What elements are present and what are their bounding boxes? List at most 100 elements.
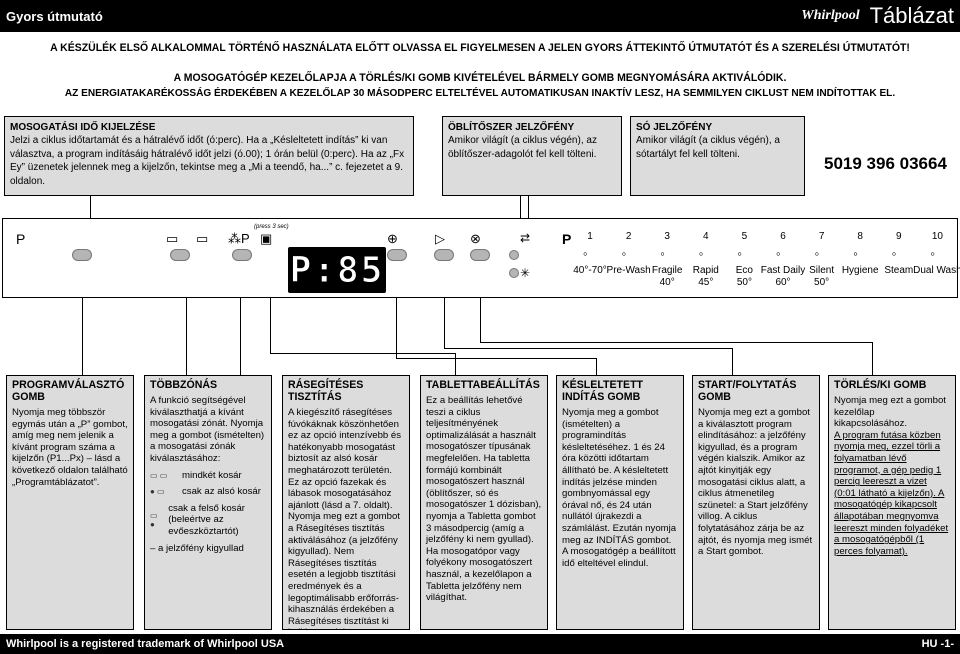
- delay-start-icon: ⊕: [387, 231, 398, 246]
- program-name[interactable]: Silent: [809, 265, 835, 276]
- program-icon: ◦: [853, 246, 858, 261]
- program-name[interactable]: Pre-Wash: [606, 265, 651, 276]
- program-icon: ◦: [930, 246, 935, 261]
- rinse-aid-title: ÖBLÍTŐSZER JELZŐFÉNY: [448, 122, 575, 133]
- program-number: 6: [780, 231, 786, 242]
- program-number: 7: [818, 231, 825, 242]
- program-name[interactable]: Steam: [884, 265, 914, 276]
- program-number: 5: [741, 231, 748, 242]
- program-name[interactable]: Eco: [735, 265, 753, 276]
- program-icon: ◦: [660, 246, 665, 261]
- time-display-text: Jelzi a ciklus időtartamát és a hátralév…: [10, 135, 405, 187]
- program-temp: 45°: [698, 277, 714, 288]
- program-icon: ◦: [698, 246, 704, 261]
- cancel-button[interactable]: [470, 249, 490, 261]
- program-p-label: P: [16, 231, 26, 247]
- program-button-text: Nyomja meg többször egymás után a „P” go…: [12, 407, 128, 488]
- program-button[interactable]: [72, 249, 92, 261]
- program-name[interactable]: 40°-70°: [573, 265, 607, 276]
- tablet-box: TABLETTABEÁLLÍTÁS Ez a beállítás lehetőv…: [420, 375, 548, 630]
- program-number: 1: [587, 231, 593, 242]
- program-temp: 40°: [659, 277, 675, 288]
- multizone-lower-icon: ▭: [166, 231, 179, 246]
- multizone-button[interactable]: [170, 249, 190, 261]
- start-text: Nyomja meg ezt a gombot a kiválasztott p…: [698, 407, 813, 558]
- program-number: 3: [664, 231, 670, 242]
- warning-line-2: A MOSOGATÓGÉP KEZELŐLAPJA A TÖRLÉS/KI GO…: [173, 72, 787, 84]
- press-3-sec-label: (press 3 sec): [254, 224, 289, 230]
- footer-bar: Whirlpool is a registered trademark of W…: [0, 634, 960, 654]
- cancel-text: Nyomja meg ezt a gombot kezelőlap kikapc…: [834, 395, 946, 430]
- power-clean-icon: ⁂P: [228, 231, 250, 246]
- start-button[interactable]: [434, 249, 454, 261]
- rinse-aid-text: Amikor világít (a ciklus végén), az öblí…: [448, 135, 597, 160]
- program-icon: ◦: [891, 246, 897, 261]
- upper-basket-label: csak a felső kosár (beleértve az evőeszk…: [168, 502, 246, 537]
- time-display-box: MOSOGATÁSI IDŐ KIJELZÉSE Jelzi a ciklus …: [4, 116, 414, 196]
- rinse-aid-led: [509, 250, 519, 260]
- program-name[interactable]: Fast Daily: [760, 265, 806, 276]
- program-name[interactable]: Rapid: [692, 265, 719, 276]
- salt-title: SÓ JELZŐFÉNY: [636, 122, 713, 133]
- multizone-text: A funkció segítségével kiválaszthatjá a …: [150, 395, 265, 464]
- program-name[interactable]: Dual Wash: [913, 265, 960, 276]
- program-temp: 50°: [736, 277, 752, 288]
- upper-basket-icon: ▭ ●: [150, 511, 158, 530]
- program-button-box: PROGRAMVÁLASZTÓ GOMB Nyomja meg többször…: [6, 375, 134, 630]
- delay-start-button[interactable]: [387, 249, 407, 261]
- both-baskets-icon: ▭ ▭: [150, 470, 168, 480]
- both-baskets-label: mindkét kosár: [182, 469, 242, 481]
- program-icon: ◦: [814, 246, 820, 261]
- program-temp: 50°: [814, 277, 830, 288]
- program-name[interactable]: Hygiene: [841, 265, 879, 276]
- table-title: Táblázat: [869, 3, 954, 28]
- page-title: Gyors útmutató: [6, 8, 103, 24]
- cancel-title: TÖRLÉS/KI GOMB: [834, 379, 927, 391]
- program-icon: ◦: [737, 246, 742, 261]
- warning-line-3: AZ ENERGIATAKARÉKOSSÁG ÉRDEKÉBEN A KEZEL…: [64, 88, 896, 99]
- page-number: HU -1-: [921, 638, 954, 650]
- start-title: START/FOLYTATÁS GOMB: [698, 379, 797, 403]
- program-icon: ◦: [621, 246, 627, 261]
- program-number: 10: [931, 231, 943, 242]
- salt-indicator-icon: ✳: [520, 266, 531, 280]
- indicator-lit-label: – a jelzőfény kigyullad: [150, 542, 244, 554]
- tablet-icon: ▣: [260, 231, 273, 246]
- rinse-aid-indicator-icon: ⇄: [520, 231, 531, 245]
- header-bar: Gyors útmutató Whirlpool Táblázat: [0, 0, 960, 32]
- start-box: START/FOLYTATÁS GOMB Nyomja meg ezt a go…: [692, 375, 820, 630]
- time-display: P:85: [288, 247, 386, 293]
- power-clean-button[interactable]: [232, 249, 252, 261]
- cancel-box: TÖRLÉS/KI GOMB Nyomja meg ezt a gombot k…: [828, 375, 956, 630]
- multizone-box: TÖBBZÓNÁS A funkció segítségével kiválas…: [144, 375, 272, 630]
- power-clean-box: RÁSEGÍTÉSES TISZTÍTÁS A kiegészítő ráseg…: [282, 375, 410, 630]
- program-p-label-right: P: [562, 231, 572, 247]
- lower-basket-icon: ● ▭: [150, 487, 165, 497]
- multizone-title: TÖBBZÓNÁS: [150, 379, 218, 391]
- delay-start-box: KÉSLELTETETT INDÍTÁS GOMB Nyomja meg a g…: [556, 375, 684, 630]
- product-code: 5019 396 03664: [824, 154, 947, 173]
- program-number: 8: [857, 231, 863, 242]
- lower-basket-label: csak az alsó kosár: [182, 486, 261, 498]
- salt-text: Amikor világít (a ciklus végén), a sótar…: [636, 135, 780, 160]
- salt-led: [509, 268, 519, 278]
- program-name[interactable]: Fragile: [651, 265, 683, 276]
- time-display-title: MOSOGATÁSI IDŐ KIJELZÉSE: [10, 122, 156, 133]
- program-icon: ◦: [583, 246, 588, 261]
- program-temp: 60°: [775, 277, 791, 288]
- program-number: 9: [896, 231, 902, 242]
- power-clean-title: RÁSEGÍTÉSES TISZTÍTÁS: [288, 379, 364, 403]
- delay-start-title: KÉSLELTETETT INDÍTÁS GOMB: [562, 379, 644, 403]
- program-number: 2: [625, 231, 632, 242]
- warning-line-1: A KÉSZÜLÉK ELSŐ ALKALOMMAL TÖRTÉNŐ HASZN…: [50, 42, 910, 54]
- delay-start-text: Nyomja meg a gombot (ismételten) a progr…: [562, 407, 677, 569]
- tablet-text: Ez a beállítás lehetővé teszi a ciklus t…: [426, 395, 542, 604]
- trademark-note: Whirlpool is a registered trademark of W…: [6, 638, 285, 650]
- brand-logo: Whirlpool: [801, 8, 860, 23]
- multizone-upper-icon: ▭: [196, 231, 209, 246]
- start-icon: ▷: [435, 231, 445, 246]
- cancel-text-underlined: A program futása közben nyomja meg, ezze…: [834, 429, 949, 557]
- tablet-title: TABLETTABEÁLLÍTÁS: [426, 379, 540, 391]
- rinse-aid-box: ÖBLÍTŐSZER JELZŐFÉNY Amikor világít (a c…: [442, 116, 622, 196]
- power-clean-text: A kiegészítő rásegítéses fúvókáknak kösz…: [288, 407, 402, 629]
